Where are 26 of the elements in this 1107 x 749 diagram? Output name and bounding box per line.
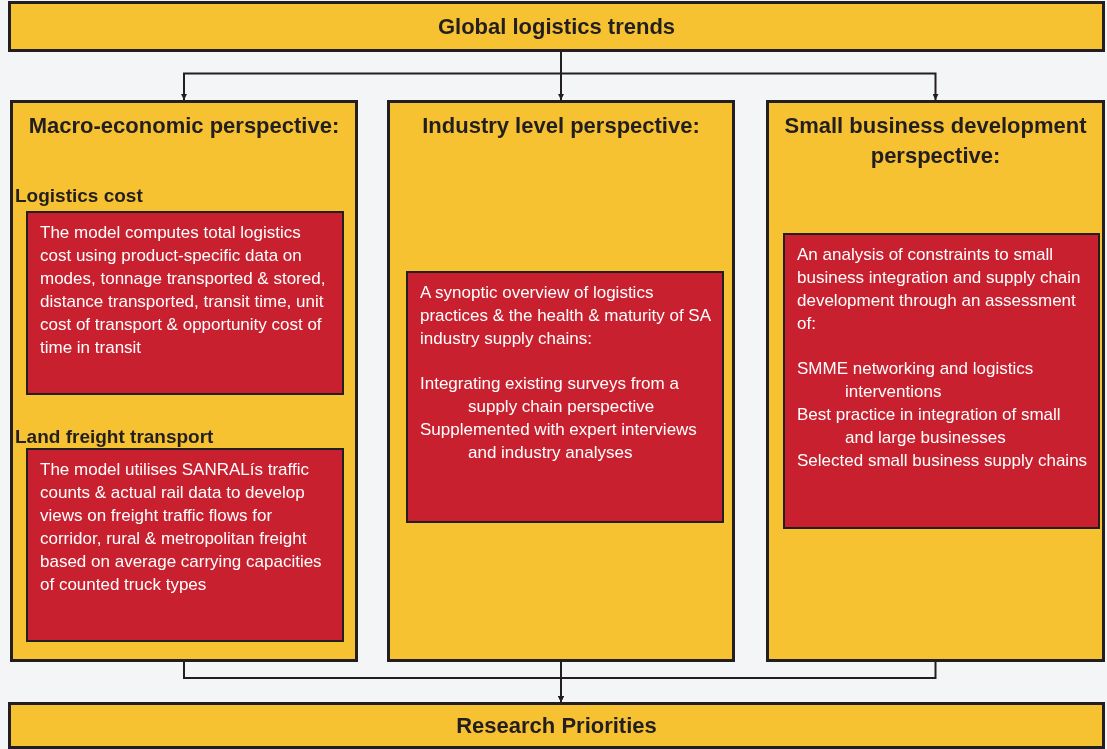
description-box — [406, 271, 724, 523]
description-box — [26, 448, 344, 642]
panel-heading: Macro-economic perspective: — [27, 112, 341, 140]
banner-box — [8, 1, 1105, 52]
banner-box — [8, 702, 1105, 749]
section-heading: Logistics cost — [15, 185, 143, 207]
banner-title: Global logistics trends — [437, 13, 676, 40]
section-heading: Land freight transport — [15, 426, 214, 448]
perspective-panel — [766, 100, 1105, 662]
description-box — [783, 233, 1100, 529]
description-text: The model utilises SANRALís traffic counts & actual rail data to develop views on freight traffic flows for corridor, rural & metropolitan freight based on average carrying capacities of counted truck types — [40, 459, 323, 596]
description-text: A synoptic overview of logistics practices & the health & maturity of SA industry supply chains: — [420, 282, 712, 350]
panel-heading: Small business development perspective: — [783, 112, 1088, 170]
connector-arrow — [558, 661, 937, 703]
description-box — [26, 211, 344, 395]
list-item: Best practice in integration of small and large businesses — [797, 404, 1062, 449]
list-item: SMME networking and logistics interventions — [797, 358, 1035, 403]
banner-title: Research Priorities — [456, 712, 657, 739]
description-text: The model computes total logistics cost using product-specific data on modes, tonnage transported & stored, distance transported, transit time, unit cost of transport & opportunity cost of time in transit — [40, 222, 327, 359]
panel-heading: Industry level perspective: — [421, 112, 701, 140]
list-item: Selected small business supply chains — [797, 450, 1088, 472]
list-item: Integrating existing surveys from a supply chain perspective — [420, 373, 680, 418]
list-item: Supplemented with expert interviews and industry analyses — [420, 419, 698, 464]
description-text: An analysis of constraints to small business integration and supply chain development through an assessment of: — [797, 244, 1082, 335]
perspective-panel — [10, 100, 358, 662]
perspective-panel — [387, 100, 735, 662]
